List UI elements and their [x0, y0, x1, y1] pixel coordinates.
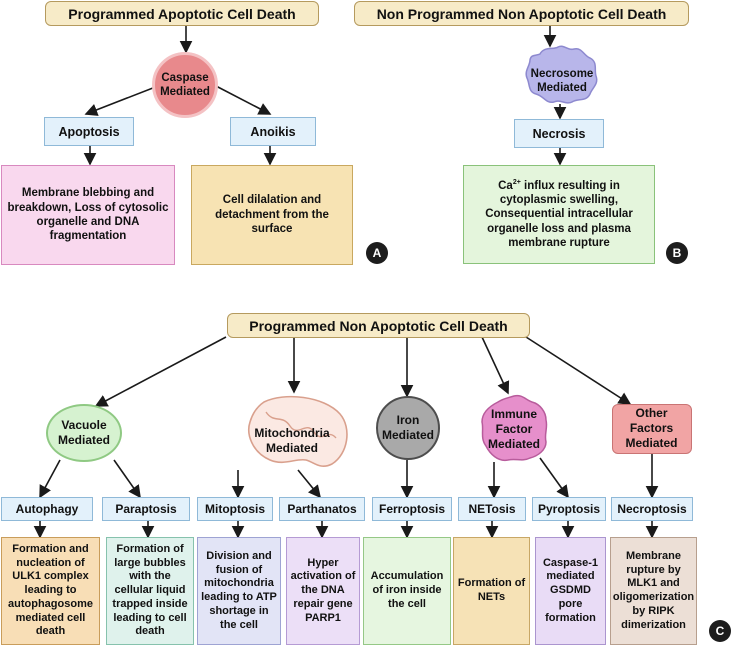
- immune-hub-label: Immune Factor Mediated: [487, 406, 540, 451]
- necrosome-icon: [525, 45, 598, 104]
- panel-b-badge: B: [666, 242, 688, 264]
- panel-a-badge: A: [366, 242, 388, 264]
- panel-c-title: Programmed Non Apoptotic Cell Death: [227, 313, 530, 338]
- ferroptosis-box: Ferroptosis: [372, 497, 452, 521]
- other-factors-hub-label: Other Factors Mediated: [625, 406, 678, 450]
- anoikis-box: Anoikis: [230, 117, 316, 146]
- necrosis-description-body: influx resulting in cytoplasmic swelling…: [485, 179, 633, 250]
- parthanatos-description: Hyper activation of the DNA repair gene …: [286, 537, 360, 645]
- mitochondria-icon: [248, 395, 348, 467]
- iron-hub-label: Iron Mediated: [381, 413, 434, 442]
- necrosis-box: Necrosis: [514, 119, 604, 148]
- vacuole-hub-label: Vacuole Mediated: [57, 418, 110, 447]
- immune-cell-icon: [481, 394, 548, 462]
- vacuole-hub: Vacuole Mediated: [46, 404, 122, 462]
- calcium-symbol: Ca: [498, 179, 513, 192]
- necrosis-description: Ca2+ influx resulting in cytoplasmic swe…: [463, 165, 655, 264]
- apoptosis-description: Membrane blebbing and breakdown, Loss of…: [1, 165, 175, 265]
- ferroptosis-description: Accumulation of iron inside the cell: [363, 537, 451, 645]
- panel-a-title: Programmed Apoptotic Cell Death: [45, 1, 319, 26]
- necrosis-description-text: Ca2+ influx resulting in cytoplasmic swe…: [467, 179, 651, 251]
- calcium-charge: 2+: [512, 178, 521, 186]
- parthanatos-box: Parthanatos: [279, 497, 365, 521]
- mitoptosis-box: Mitoptosis: [197, 497, 273, 521]
- paraptosis-box: Paraptosis: [102, 497, 190, 521]
- caspase-hub-label: Caspase Mediated: [160, 71, 210, 98]
- panel-b-title: Non Programmed Non Apoptotic Cell Death: [354, 1, 689, 26]
- pyroptosis-description: Caspase-1 mediated GSDMD pore formation: [535, 537, 606, 645]
- autophagy-description: Formation and nucleation of ULK1 complex…: [1, 537, 100, 645]
- necroptosis-box: Necroptosis: [611, 497, 693, 521]
- mitoptosis-description: Division and fusion of mitochondria lead…: [197, 537, 281, 645]
- caspase-hub: Caspase Mediated: [152, 52, 218, 118]
- netosis-description: Formation of NETs: [453, 537, 530, 645]
- netosis-box: NETosis: [458, 497, 526, 521]
- other-factors-hub: Other Factors Mediated: [612, 404, 692, 454]
- mitochondria-hub-label: Mitochondria Mediated: [254, 426, 330, 455]
- apoptosis-box: Apoptosis: [44, 117, 134, 146]
- paraptosis-description: Formation of large bubbles with the cell…: [106, 537, 194, 645]
- panel-c-badge: C: [709, 620, 731, 642]
- iron-hub: Iron Mediated: [376, 396, 440, 460]
- necrosome-hub-label: Necrosome Mediated: [530, 67, 594, 94]
- anoikis-description: Cell dilalation and detachment from the …: [191, 165, 353, 265]
- pyroptosis-box: Pyroptosis: [532, 497, 606, 521]
- necroptosis-description: Membrane rupture by MLK1 and oligomeriza…: [610, 537, 697, 645]
- autophagy-box: Autophagy: [1, 497, 93, 521]
